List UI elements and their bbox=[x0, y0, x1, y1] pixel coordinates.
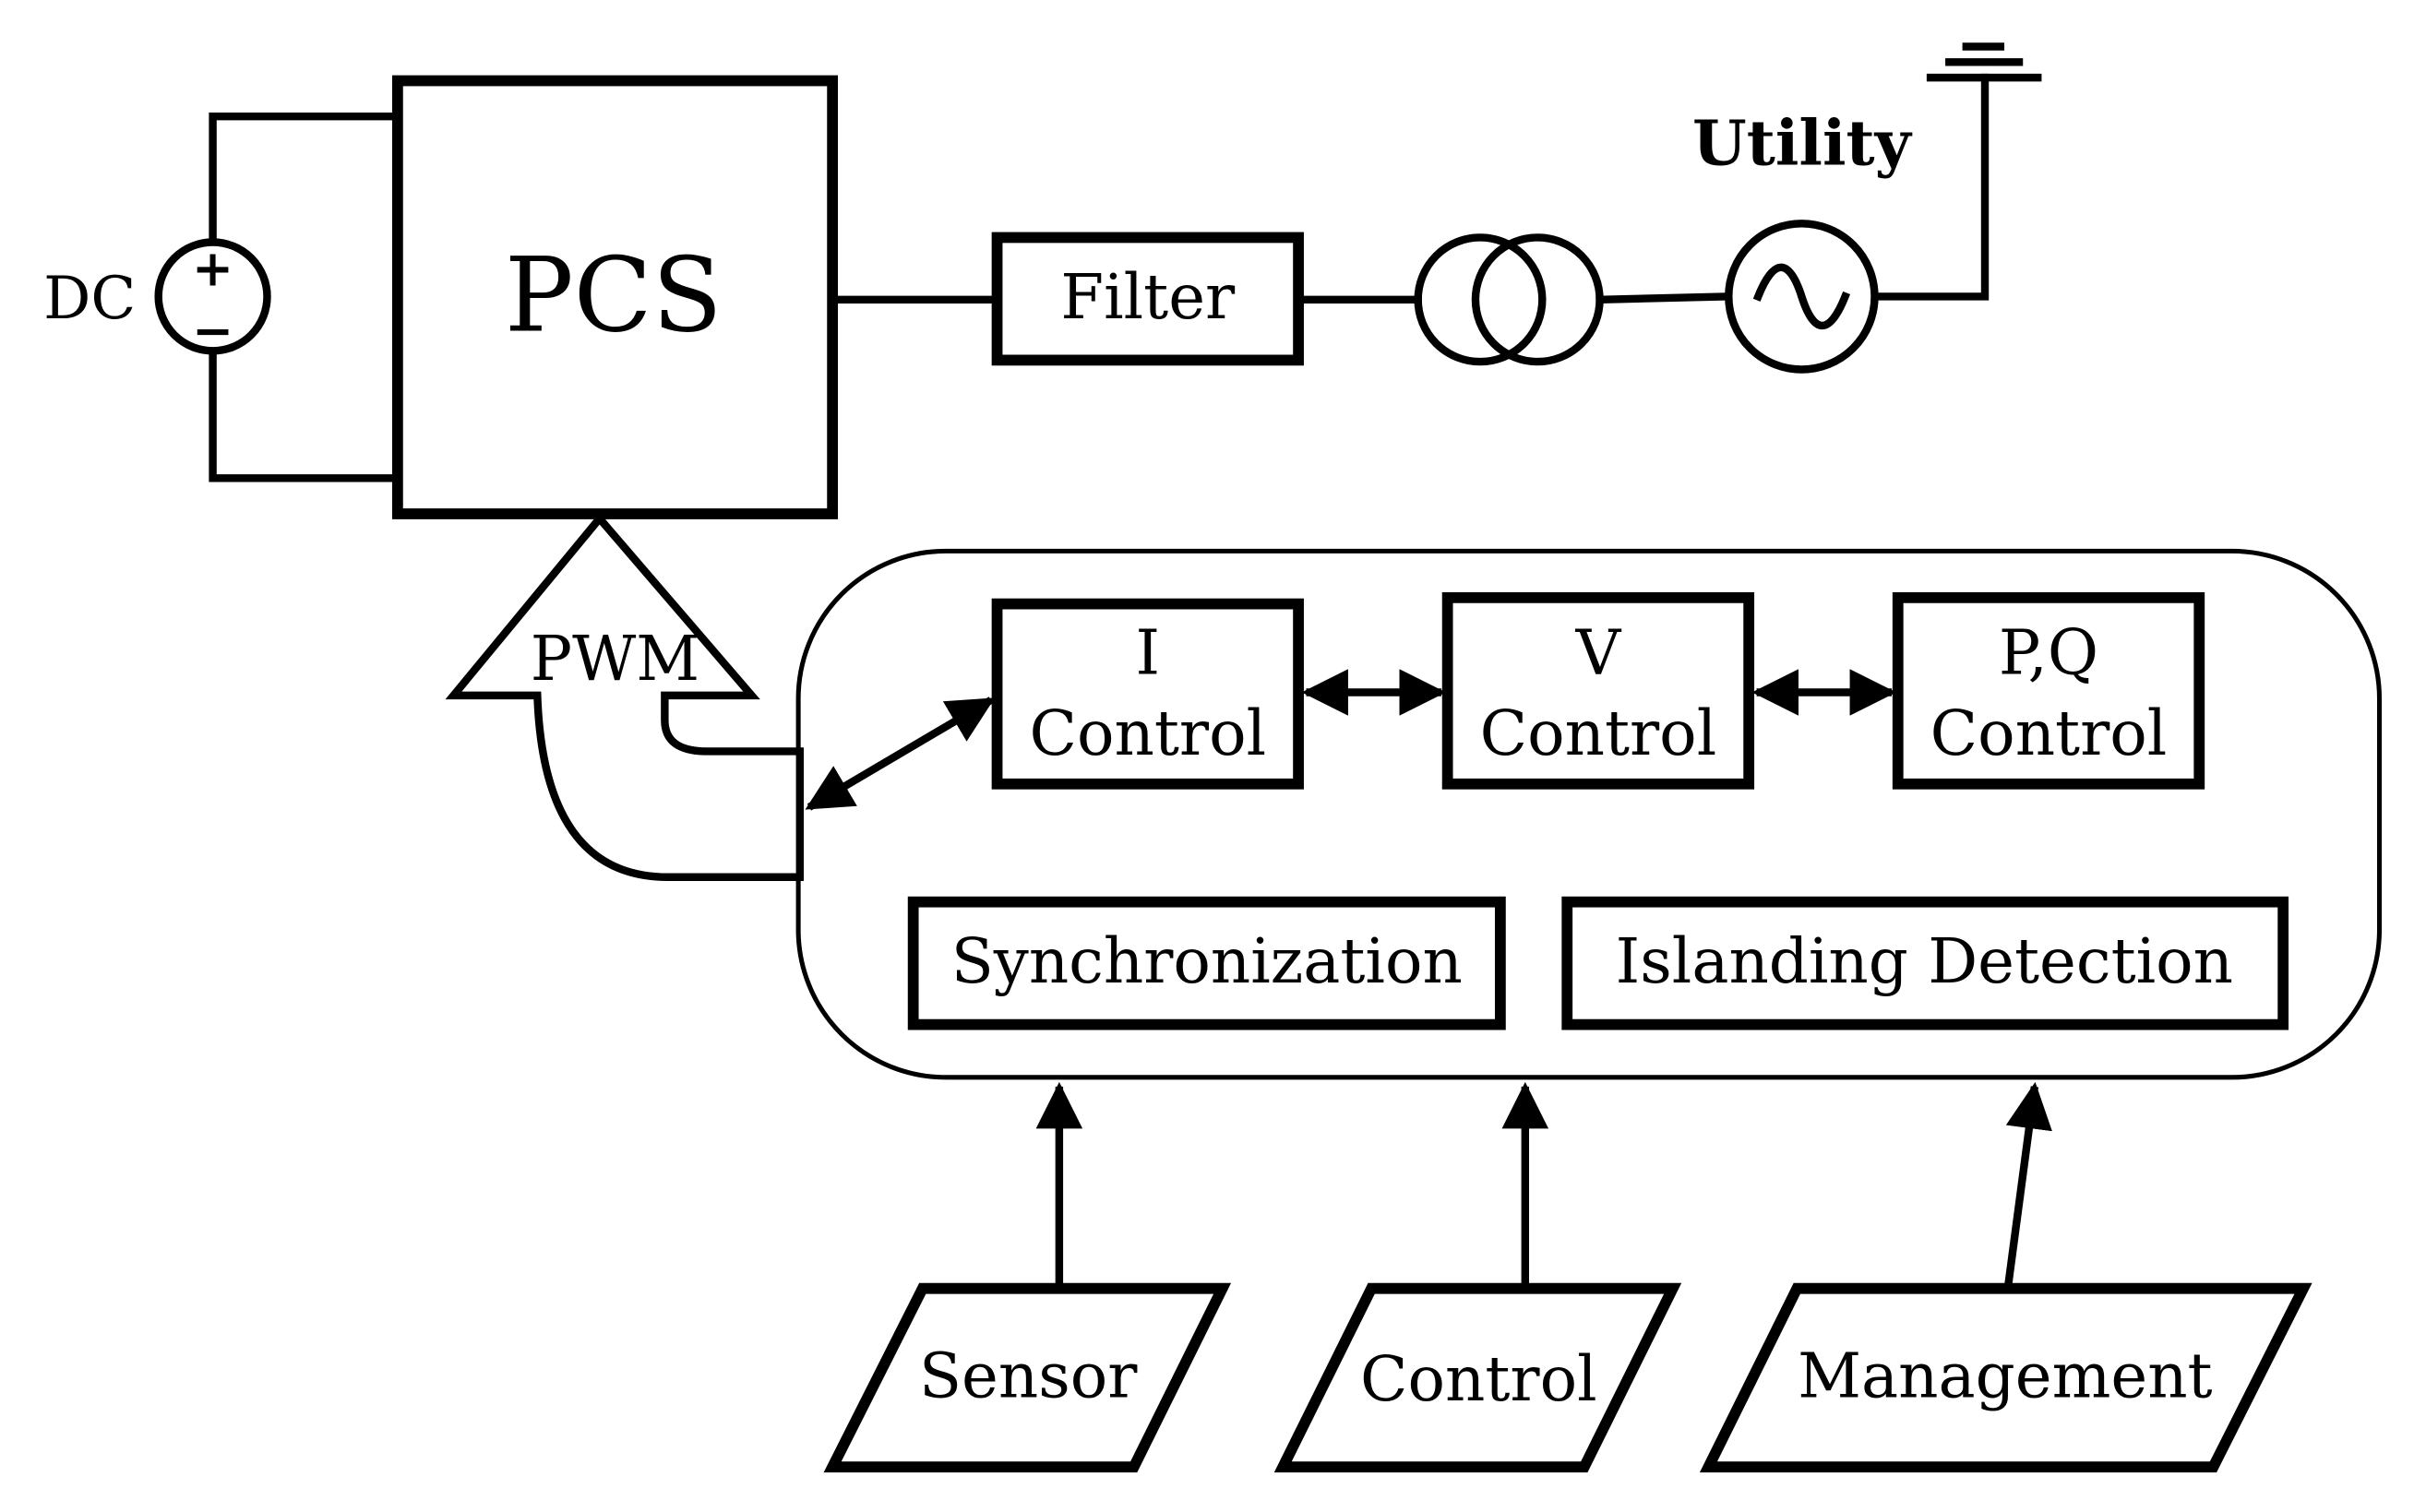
sensor-label: Sensor bbox=[919, 1339, 1138, 1411]
filter-label: Filter bbox=[1060, 261, 1236, 333]
v-control-label-line2: Control bbox=[1480, 697, 1717, 769]
management-arrow bbox=[2004, 1081, 2052, 1286]
dc-plus-sign: + bbox=[192, 239, 233, 298]
pwm-i-control-arrow bbox=[805, 696, 996, 811]
i-control-block bbox=[991, 598, 1304, 790]
ac-source-icon bbox=[1725, 220, 1879, 374]
v-control-block bbox=[1441, 591, 1755, 790]
utility-label: Utility bbox=[1692, 106, 1913, 179]
pwm-arrow bbox=[445, 512, 805, 881]
management-input-block bbox=[1699, 1282, 2312, 1473]
sensor-input-block bbox=[823, 1282, 1232, 1473]
i-control-label-line2: Control bbox=[1029, 697, 1266, 769]
filter-block bbox=[991, 232, 1304, 366]
control-input-block bbox=[1273, 1282, 1682, 1473]
islanding-detection-block bbox=[1561, 896, 2289, 1030]
dc-label: DC bbox=[43, 265, 136, 333]
control-input-label: Control bbox=[1360, 1343, 1597, 1415]
ac-line bbox=[831, 292, 1731, 304]
dc-source-icon: + − bbox=[154, 238, 271, 360]
islanding-detection-label: Islanding Detection bbox=[1616, 925, 2233, 997]
pwm-label: PWM bbox=[531, 623, 699, 695]
dc-minus-sign: − bbox=[192, 301, 233, 360]
i-control-label-line1: I bbox=[1136, 616, 1161, 688]
synchronization-label: Synchronization bbox=[951, 925, 1463, 997]
transformer-icon bbox=[1414, 233, 1604, 366]
pcs-block bbox=[391, 75, 839, 519]
pq-control-label-line1: P,Q bbox=[1999, 616, 2098, 688]
ground-icon bbox=[1871, 42, 2042, 301]
pq-control-label-line2: Control bbox=[1930, 697, 2168, 769]
management-label: Management bbox=[1798, 1339, 2212, 1411]
pq-control-block bbox=[1892, 591, 2205, 790]
dc-wiring bbox=[209, 112, 399, 482]
pcs-label: PCS bbox=[505, 236, 723, 355]
v-control-label-line1: V bbox=[1575, 616, 1622, 688]
synchronization-block bbox=[907, 896, 1506, 1030]
